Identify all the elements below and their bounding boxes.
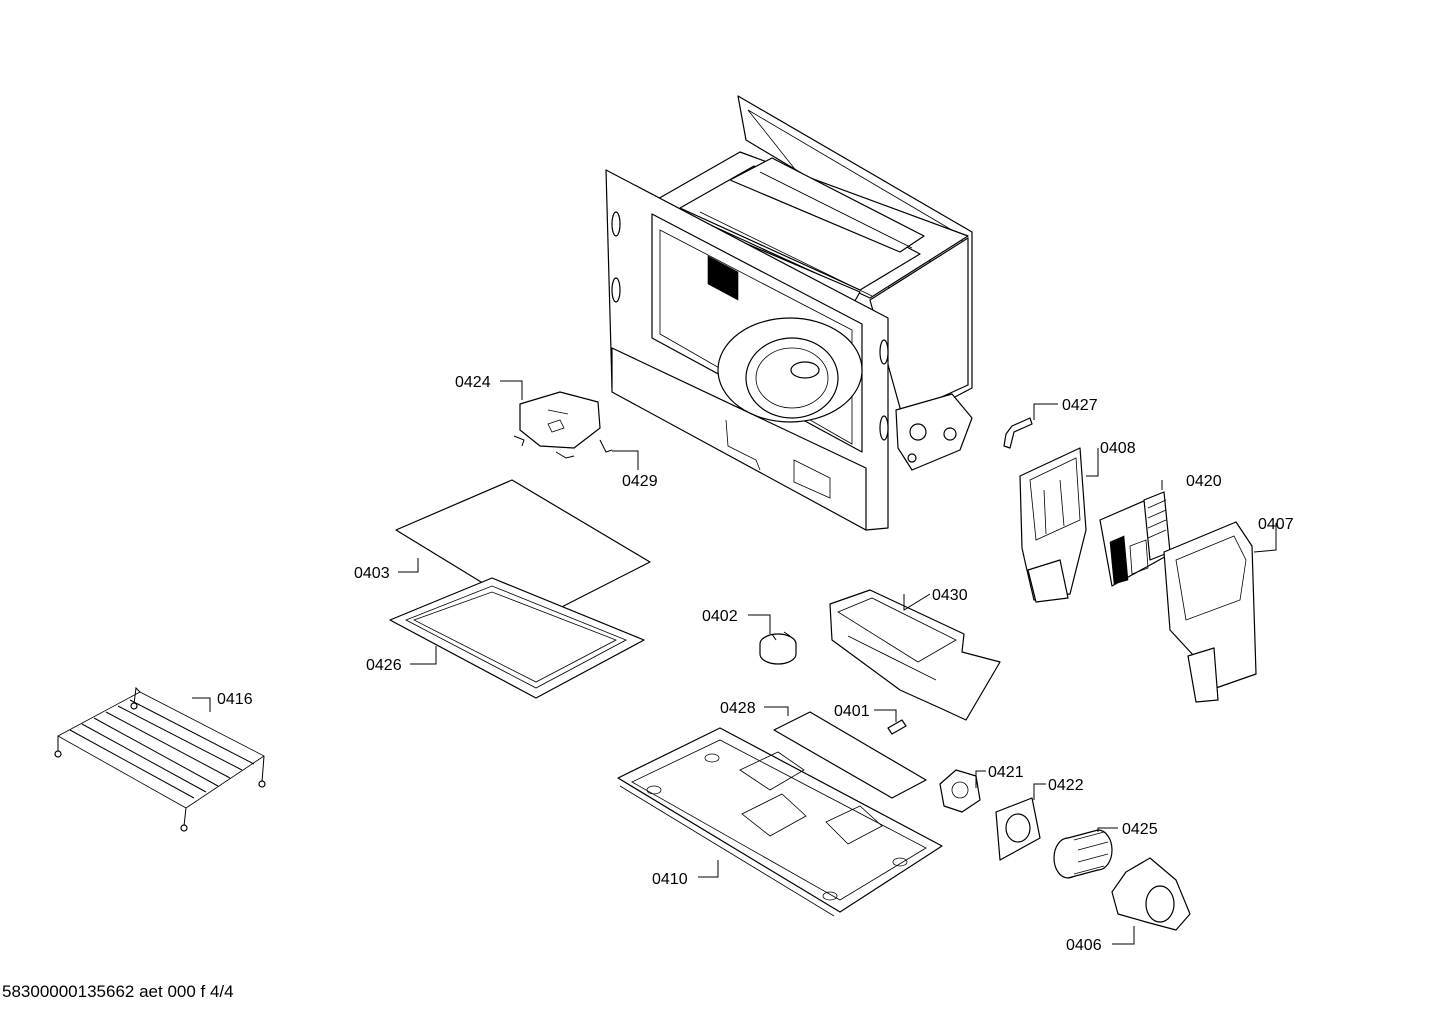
blower-housing bbox=[1111, 857, 1191, 931]
control-module-bracket bbox=[1019, 447, 1087, 603]
waveguide-cover bbox=[829, 589, 1001, 721]
leader-lines bbox=[192, 380, 1277, 945]
leader-0402 bbox=[748, 614, 771, 634]
callout-0402: 0402 bbox=[702, 608, 738, 625]
callout-0430: 0430 bbox=[932, 587, 968, 604]
turntable-motor bbox=[759, 631, 797, 665]
leader-0427 bbox=[1033, 403, 1058, 420]
shield-plate bbox=[773, 711, 927, 799]
document-id: 58300000135662 aet 000 f 4/4 bbox=[2, 982, 234, 1001]
callout-0401: 0401 bbox=[834, 703, 870, 720]
callout-0425: 0425 bbox=[1122, 821, 1158, 838]
callout-0421: 0421 bbox=[988, 764, 1024, 781]
leader-0403 bbox=[398, 558, 419, 573]
leader-0428 bbox=[764, 706, 789, 716]
leader-0407 bbox=[1253, 523, 1277, 553]
leader-0426 bbox=[410, 646, 437, 665]
clip-part bbox=[1003, 417, 1033, 449]
callout-0420: 0420 bbox=[1186, 473, 1222, 490]
leader-0401 bbox=[874, 709, 897, 722]
base-plate bbox=[617, 727, 943, 917]
callout-0407: 0407 bbox=[1258, 516, 1294, 533]
fuse bbox=[887, 719, 907, 735]
power-board bbox=[1099, 491, 1171, 587]
callout-0428: 0428 bbox=[720, 700, 756, 717]
air-duct-housing bbox=[1163, 521, 1257, 703]
fan-mount-bracket bbox=[995, 797, 1041, 861]
callout-0406: 0406 bbox=[1066, 937, 1102, 954]
turntable-drive-bracket bbox=[513, 391, 613, 459]
callout-0410: 0410 bbox=[652, 871, 688, 888]
plate-seal-frame bbox=[389, 577, 645, 699]
leader-0416 bbox=[192, 697, 211, 712]
oven-cavity-housing bbox=[605, 95, 973, 531]
leader-0421 bbox=[975, 770, 986, 788]
leader-0406 bbox=[1112, 926, 1135, 945]
callout-0422: 0422 bbox=[1048, 777, 1084, 794]
leader-0422 bbox=[1033, 783, 1046, 800]
callout-0429: 0429 bbox=[622, 473, 658, 490]
callout-0427: 0427 bbox=[1062, 397, 1098, 414]
callout-0416: 0416 bbox=[217, 691, 253, 708]
leader-0410 bbox=[698, 860, 719, 878]
fan-impeller bbox=[1053, 829, 1113, 879]
leader-0429 bbox=[612, 450, 639, 470]
callout-labels: 0424 0429 0403 0426 0416 0402 0430 0428 … bbox=[217, 374, 1294, 954]
callout-0408: 0408 bbox=[1100, 440, 1136, 457]
leader-0430 bbox=[903, 593, 931, 611]
wire-rack bbox=[54, 686, 266, 832]
leader-0425 bbox=[1097, 827, 1118, 832]
leader-0408 bbox=[1086, 448, 1099, 477]
callout-0403: 0403 bbox=[354, 565, 390, 582]
leader-0424 bbox=[500, 380, 523, 400]
callout-0426: 0426 bbox=[366, 657, 402, 674]
fan-motor bbox=[939, 769, 981, 813]
callout-0424: 0424 bbox=[455, 374, 491, 391]
